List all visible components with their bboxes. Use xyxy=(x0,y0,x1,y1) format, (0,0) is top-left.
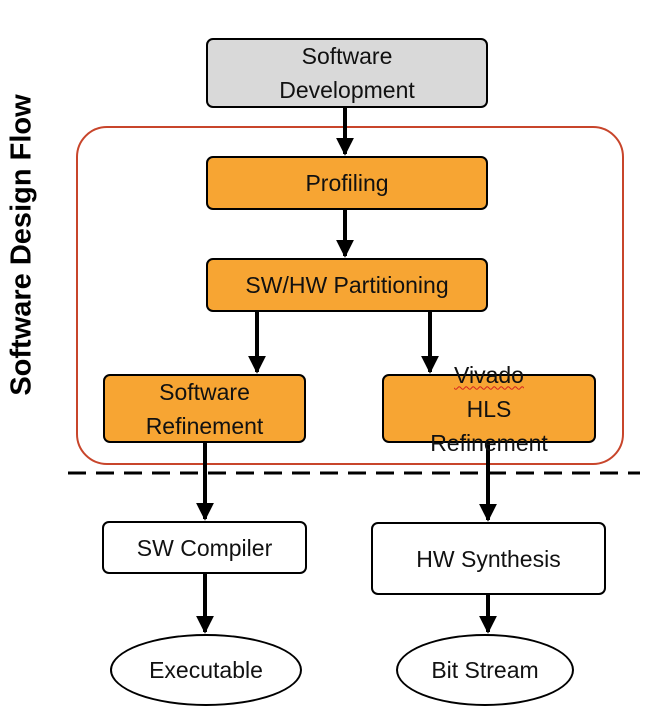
software-refinement-line2: Refinement xyxy=(145,412,264,439)
executable-node: Executable xyxy=(110,634,302,706)
hls-refinement-word2: HLS xyxy=(466,395,512,422)
software-development-line2: Development xyxy=(279,77,415,103)
software-refinement-node: Software Refinement xyxy=(103,374,306,443)
software-refinement-line1: Software xyxy=(159,378,250,405)
hw-synthesis-node: HW Synthesis xyxy=(371,522,606,595)
bit-stream-label: Bit Stream xyxy=(431,656,539,683)
hls-refinement-word1: Vivado xyxy=(454,361,524,388)
software-development-node: Software Development xyxy=(206,38,488,108)
partitioning-node: SW/HW Partitioning xyxy=(206,258,488,312)
hw-synthesis-label: HW Synthesis xyxy=(416,545,561,572)
profiling-node: Profiling xyxy=(206,156,488,210)
hls-refinement-node: Vivado HLS Refinement xyxy=(382,362,596,456)
partitioning-label: SW/HW Partitioning xyxy=(245,272,449,298)
software-development-line1: Software xyxy=(301,43,393,69)
sw-compiler-label: SW Compiler xyxy=(136,534,273,561)
bit-stream-node: Bit Stream xyxy=(396,634,574,706)
hls-refinement-line1: Vivado HLS xyxy=(430,358,548,426)
profiling-label: Profiling xyxy=(305,170,389,196)
sw-compiler-node: SW Compiler xyxy=(102,521,307,574)
executable-label: Executable xyxy=(149,656,263,683)
software-design-region xyxy=(76,126,624,465)
hls-refinement-line2: Refinement xyxy=(430,429,548,456)
side-title: Software Design Flow xyxy=(5,94,38,396)
